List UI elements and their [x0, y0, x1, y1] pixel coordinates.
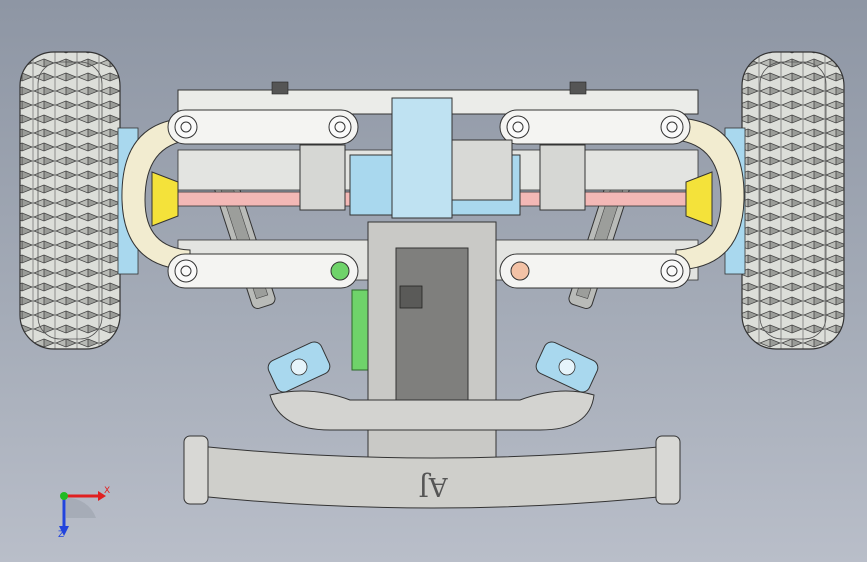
left-cv-cup: [151, 171, 179, 227]
left-bearings: [267, 341, 331, 393]
z-axis-label: Z: [58, 530, 65, 540]
right-drive-shaft: [509, 191, 696, 207]
right-tire[interactable]: [741, 51, 845, 350]
right-upper-arm: [499, 109, 691, 145]
left-tire[interactable]: [19, 51, 121, 350]
engraved-text: AJ: [418, 471, 448, 501]
pivot-bolts: [174, 115, 684, 283]
right-lower-arm: [499, 253, 691, 289]
right-cv-cup: [685, 171, 713, 227]
left-lower-arm: [167, 253, 359, 289]
right-bearings: [535, 341, 599, 393]
y-axis-dot: [60, 492, 68, 500]
lower-crossmember: [269, 390, 595, 431]
right-lower-inner-bolt: [510, 261, 530, 281]
left-lower-inner-bolt: [330, 261, 350, 281]
coordinate-triad: X Z: [44, 478, 114, 544]
differential-housing: [299, 97, 586, 219]
x-axis-label: X: [104, 486, 111, 496]
front-bumper: [183, 435, 681, 509]
left-upper-arm: [167, 109, 359, 145]
